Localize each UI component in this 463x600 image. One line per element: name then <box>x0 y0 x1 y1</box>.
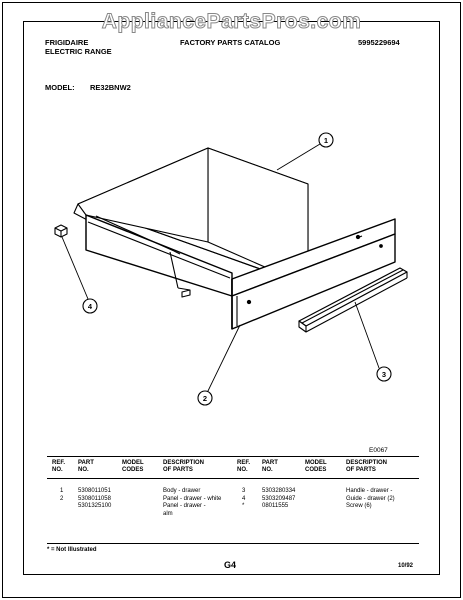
left-descriptions: Body - drawer Panel - drawer - white Pan… <box>163 488 222 517</box>
revision-date: 10/92 <box>398 563 414 569</box>
page-number: G4 <box>224 560 237 570</box>
header-description-left: DESCRIPTION OF PARTS <box>163 460 205 473</box>
brand: FRIGIDAIRE <box>45 38 89 47</box>
leader-lines <box>61 143 380 394</box>
table-top-rule <box>47 456 419 457</box>
callout-4: 4 <box>88 302 93 311</box>
right-ref-numbers: 3 4 * <box>242 488 246 510</box>
table-header-rule <box>47 478 419 479</box>
watermark: AppliancePartsPros.com <box>101 10 362 34</box>
drawer-diagram: 1 2 3 4 <box>54 132 408 406</box>
callout-3: 3 <box>382 370 386 379</box>
catalog-number: 5995229694 <box>358 38 400 47</box>
callout-2: 2 <box>203 394 207 403</box>
header-model-codes-left: MODEL CODES <box>122 460 144 473</box>
header-ref-no-left: REF. NO. <box>52 460 66 473</box>
catalog-sheet <box>23 21 440 575</box>
table-bottom-rule <box>47 543 419 544</box>
callout-1: 1 <box>324 136 328 145</box>
model-label: MODEL: <box>45 83 75 92</box>
callout-2-circle <box>197 390 213 406</box>
left-part-numbers: 5308011051 5308011058 5301325100 <box>78 488 112 510</box>
footnote: * = Not Illustrated <box>47 547 97 553</box>
diagram-code: E0067 <box>369 447 388 454</box>
product-type: ELECTRIC RANGE <box>45 47 112 56</box>
header-model-codes-right: MODEL CODES <box>305 460 327 473</box>
model-value: RE32BNW2 <box>90 83 131 92</box>
header-part-no-left: PART NO. <box>78 460 94 473</box>
callout-3-circle <box>376 366 392 382</box>
left-ref-numbers: 1 2 <box>60 488 64 502</box>
drawer-panel-drawing <box>231 218 396 330</box>
screw-drawing <box>54 224 68 238</box>
right-descriptions: Handle - drawer - Guide - drawer (2) Scr… <box>346 488 395 510</box>
callout-1-circle <box>318 132 334 148</box>
right-part-numbers: 5303280334 5303209487 08011555 <box>262 488 296 510</box>
drawer-guide-drawing <box>298 267 408 333</box>
header-description-right: DESCRIPTION OF PARTS <box>346 460 388 473</box>
catalog-title: FACTORY PARTS CATALOG <box>180 38 281 47</box>
header-ref-no-right: REF. NO. <box>237 460 251 473</box>
header-part-no-right: PART NO. <box>262 460 278 473</box>
callout-4-circle <box>82 298 98 314</box>
